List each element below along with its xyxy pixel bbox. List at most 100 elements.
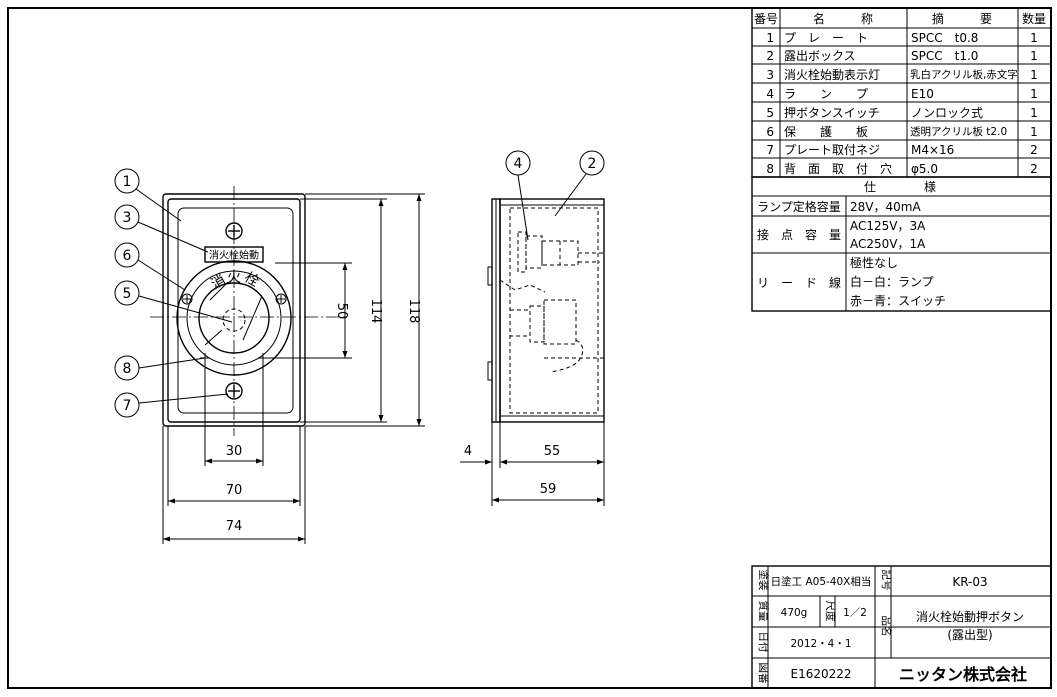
svg-text:1: 1 <box>1030 106 1038 120</box>
balloon-5: 5 <box>114 280 233 323</box>
svg-text:59: 59 <box>540 482 557 497</box>
svg-text:1: 1 <box>1030 49 1038 63</box>
company-name: ニッタン株式会社 <box>899 665 1027 684</box>
parts-row: 5 押ボタンスイッチ ノンロック式 1 <box>766 106 1037 120</box>
balloon-4: 4 <box>505 150 531 241</box>
svg-text:プ レ ー ト: プ レ ー ト <box>784 31 868 45</box>
svg-text:1: 1 <box>123 174 132 190</box>
parts-header-name: 名 称 <box>813 11 873 26</box>
side-view: 4 2 4 55 59 <box>460 150 605 506</box>
svg-text:4: 4 <box>766 87 774 101</box>
drawing-label: 図番 <box>757 663 769 684</box>
indicator-text: 消火栓始動 <box>209 249 259 262</box>
svg-text:118: 118 <box>406 299 421 324</box>
dim-114: 114 <box>300 198 387 423</box>
side-box-body <box>499 198 605 423</box>
parts-row: 2 露出ボックス SPCC t1.0 1 <box>766 49 1037 63</box>
balloon-7: 7 <box>114 392 229 418</box>
balloon-3: 3 <box>114 204 209 253</box>
name-label: 品名 <box>880 616 893 637</box>
svg-text:8: 8 <box>123 361 132 377</box>
ring-char-1: 消 <box>209 272 229 293</box>
indicator-plate <box>204 246 264 263</box>
balloon-8: 8 <box>114 355 206 381</box>
parts-row: 3 消火栓始動表示灯 乳白アクリル板,赤文字 1 <box>766 67 1037 82</box>
svg-text:SPCC t0.8: SPCC t0.8 <box>911 31 978 45</box>
dim-4: 4 <box>460 422 510 506</box>
dim-30: 30 <box>204 358 264 466</box>
drawing-number: E1620222 <box>790 667 851 681</box>
svg-text:7: 7 <box>123 398 132 414</box>
svg-text:透明アクリル板 t2.0: 透明アクリル板 t2.0 <box>910 125 1007 138</box>
front-view: 消火栓始動 消 火 栓 <box>114 168 425 544</box>
spec-lamp-label: ランプ定格容量 <box>757 199 841 214</box>
ring-char-2: 火 <box>227 270 241 286</box>
symbol-value: KR-03 <box>952 575 987 589</box>
parts-row: 1 プ レ ー ト SPCC t0.8 1 <box>766 31 1037 45</box>
balloon-1: 1 <box>114 168 182 222</box>
spec-lead-label: リ ー ド 線 <box>757 275 841 290</box>
svg-text:押ボタンスイッチ: 押ボタンスイッチ <box>784 106 880 120</box>
svg-text:74: 74 <box>226 519 243 534</box>
parts-header-spec: 摘 要 <box>932 11 992 26</box>
product-sub: (露出型) <box>947 628 992 642</box>
button-hatch-2 <box>242 295 263 341</box>
svg-text:φ5.0: φ5.0 <box>911 162 938 176</box>
date-value: 2012・4・1 <box>790 638 851 650</box>
parts-header-no: 番号 <box>754 12 778 26</box>
product-name: 消火栓始動押ボタン <box>916 609 1024 624</box>
svg-text:5: 5 <box>123 286 132 302</box>
svg-text:70: 70 <box>226 483 243 498</box>
dim-55: 55 <box>500 422 605 506</box>
protection-ring-inner <box>198 282 270 354</box>
svg-text:SPCC t1.0: SPCC t1.0 <box>911 49 978 63</box>
svg-text:ラ ン プ: ラ ン プ <box>784 87 868 101</box>
spec-contact-value-1: AC125V，3A <box>850 219 926 233</box>
svg-text:8: 8 <box>766 162 774 176</box>
spec-lamp-value: 28V，40mA <box>850 200 921 214</box>
svg-text:2: 2 <box>1030 162 1038 176</box>
spec-table: 仕 様 ランプ定格容量 28V，40mA 接 点 容 量 AC125V，3A A… <box>751 176 1052 312</box>
parts-row: 8 背 面 取 付 穴 φ5.0 2 <box>766 161 1037 176</box>
svg-text:6: 6 <box>123 248 132 264</box>
dim-70: 70 <box>167 426 301 506</box>
push-button <box>222 308 246 332</box>
svg-text:50: 50 <box>334 303 349 320</box>
spec-contact-value-2: AC250V，1A <box>850 237 926 251</box>
side-switch <box>499 279 605 373</box>
symbol-label: 記号 <box>880 570 893 591</box>
svg-text:1: 1 <box>1030 31 1038 45</box>
svg-text:55: 55 <box>544 444 561 459</box>
svg-text:保 護 板: 保 護 板 <box>784 124 868 139</box>
svg-text:2: 2 <box>1030 143 1038 157</box>
svg-text:1: 1 <box>766 31 774 45</box>
svg-text:4: 4 <box>464 444 472 459</box>
svg-text:ノンロック式: ノンロック式 <box>911 106 983 120</box>
button-hatch-3 <box>204 329 223 346</box>
protection-ring-mid <box>186 270 282 366</box>
top-screw <box>225 222 243 240</box>
sheet-border <box>7 7 1052 689</box>
svg-text:1: 1 <box>1030 68 1038 82</box>
spec-contact-label: 接 点 容 量 <box>757 227 841 242</box>
parts-row: 7 プレート取付ネジ M4×16 2 <box>766 143 1037 157</box>
spec-title: 仕 様 <box>864 180 936 194</box>
date-label: 日付 <box>757 632 770 653</box>
side-lamp <box>517 231 605 273</box>
ring-screw-left <box>181 293 193 305</box>
svg-text:露出ボックス: 露出ボックス <box>784 49 856 63</box>
svg-text:114: 114 <box>368 299 383 324</box>
parts-table: 番号 名 称 摘 要 数量 1 プ レ ー ト SPCC t0.8 1 2 露出… <box>751 7 1052 178</box>
paint-value: 日塗工 A05-40X相当 <box>771 575 872 588</box>
spec-lead-value-2: 白－白：ランプ <box>850 274 934 289</box>
paint-label: 塗装 <box>757 570 770 591</box>
ring-screw-right <box>275 293 287 305</box>
svg-text:30: 30 <box>226 444 243 459</box>
mass-value: 470g <box>781 607 808 619</box>
scale-label: 尺度 <box>824 601 837 622</box>
button-hatch-1 <box>209 281 229 301</box>
scale-value: 1／2 <box>843 607 867 619</box>
svg-text:2: 2 <box>588 156 597 172</box>
title-block: 塗装 質量 日付 図番 日塗工 A05-40X相当 記号 KR-03 470g … <box>751 565 1052 689</box>
